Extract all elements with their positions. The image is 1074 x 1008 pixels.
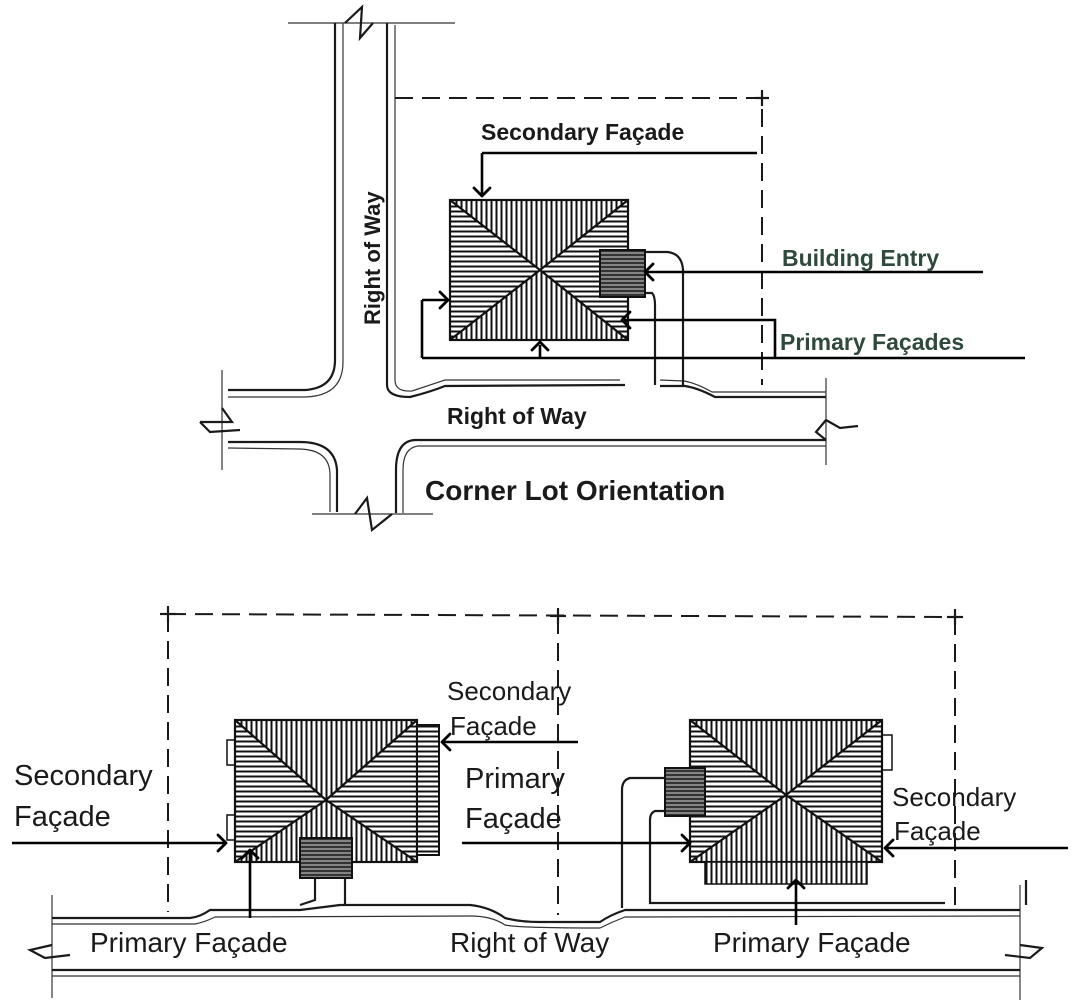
primary-facade-arrow-south	[530, 340, 550, 352]
right-of-way-horizontal-label: Right of Way	[447, 403, 587, 429]
primary-facades-label: Primary Façades	[780, 329, 964, 355]
mid-secondary-facade-label-line1: Secondary	[447, 676, 571, 706]
mid-secondary-facade-label-line2: Façade	[450, 711, 537, 741]
bottom-right-of-way-label: Right of Way	[450, 927, 609, 958]
mid-primary-facade-label-line2: Façade	[465, 803, 562, 835]
right-primary-facade-label: Primary Façade	[713, 927, 911, 958]
building-entry-label: Building Entry	[782, 245, 939, 271]
left-secondary-facade-arrow	[216, 833, 228, 853]
left-primary-facade-arrow	[240, 848, 260, 860]
right-of-way-vertical-label: Right of Way	[360, 191, 385, 325]
corner-lot-diagram: Right of Way Secondary Façade Building E…	[199, 4, 1025, 533]
left-house	[226, 718, 440, 907]
left-secondary-facade-label-line1: Secondary	[14, 760, 153, 792]
primary-facade-arrow-west	[438, 290, 450, 310]
right-secondary-facade-label-line1: Secondary	[892, 782, 1016, 812]
left-primary-facade-label: Primary Façade	[90, 927, 288, 958]
right-secondary-facade-label-line2: Façade	[894, 816, 981, 846]
corner-lot-building	[448, 198, 685, 385]
left-secondary-facade-label-line2: Façade	[14, 801, 111, 833]
secondary-facade-label: Secondary Façade	[481, 119, 684, 145]
right-house	[620, 718, 1028, 908]
corner-lot-title: Corner Lot Orientation	[425, 475, 725, 506]
right-primary-facade-arrow	[786, 878, 806, 890]
building-entry-arrow	[643, 262, 655, 282]
mid-primary-facade-arrow	[680, 833, 692, 853]
right-secondary-facade-arrow	[883, 838, 895, 858]
mid-secondary-facade-arrow	[440, 732, 452, 752]
primary-facade-arrow-east	[620, 310, 632, 330]
interior-lots-diagram: Secondary Façade Secondary Façade Primar…	[12, 606, 1068, 1000]
mid-primary-facade-label-line1: Primary	[465, 763, 565, 795]
secondary-facade-arrow	[472, 186, 492, 198]
bottom-street	[26, 885, 1045, 1000]
